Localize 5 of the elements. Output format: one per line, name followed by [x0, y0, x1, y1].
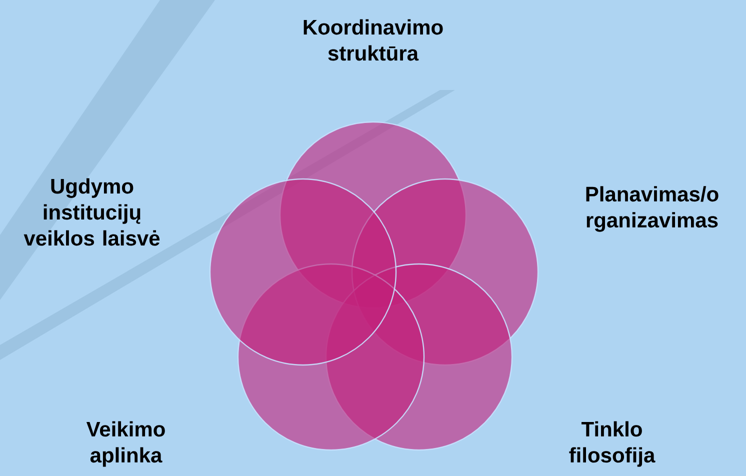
- circle-label: Tinklo filosofija: [569, 421, 656, 467]
- circle-label: Veikimo aplinka: [86, 421, 165, 467]
- circle-label: Koordinavimo struktūra: [304, 19, 443, 61]
- circle-label: Planavimas/o rganizavimas: [586, 186, 718, 232]
- circle-label: Ugdymo institucijų veiklos laisvė: [24, 178, 160, 246]
